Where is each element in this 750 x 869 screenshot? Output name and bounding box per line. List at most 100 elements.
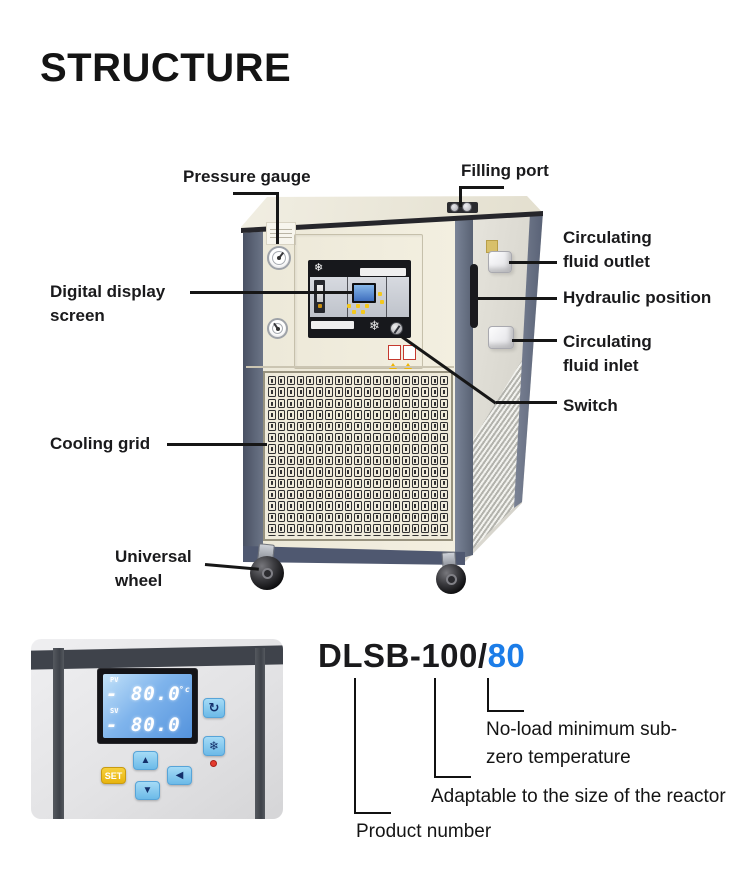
callout-line-digital-display [190,291,353,294]
label-digital-display-screen: Digital display screen [50,282,166,325]
arrow-up-icon: ▲ [140,755,151,766]
panel-key [365,304,369,308]
arrow-left-icon: ◀ [175,770,184,781]
filling-port-cap [462,202,472,212]
model-number-prefix: DLSB-100/ [318,637,488,674]
wheel-hub [445,573,457,585]
panel-key [352,310,356,314]
callout-line-cooling-grid [167,443,267,446]
lcd-sv-value: - 80.0 [106,714,181,736]
caster-wheel-left [250,556,284,590]
circulate-button: ↻ [203,698,225,718]
panel-key [378,292,382,296]
model-line-no-load [487,678,489,712]
flow-meter [314,280,325,313]
model-callout-product-number: Product number [356,821,492,842]
warning-sticker [388,345,401,369]
panel-mid-face [310,277,409,317]
secondary-gauge [267,318,288,339]
cooling-grid-pattern [268,376,448,536]
power-switch-knob [390,322,403,335]
circulate-icon: ↻ [208,700,220,715]
arrow-down-icon: ▼ [142,785,153,796]
machine-control-panel: ❄ ❄ [308,260,411,338]
model-callout-reactor: Adaptable to the size of the reactor [431,786,726,807]
callout-line-pressure-gauge [233,192,279,195]
label-hydraulic-position: Hydraulic position [563,288,712,307]
model-line-no-load [487,710,524,712]
callout-line-fluid-inlet [512,339,557,342]
gauge-ring [272,251,286,265]
set-button: SET [101,767,126,784]
lcd-pv-label: PV [110,676,119,684]
label-switch: Switch [563,396,618,415]
lcd-sv-label: SV [110,707,119,715]
gauge-hub [275,326,280,331]
page-title: STRUCTURE [40,46,292,90]
brand-label-strip [360,268,406,276]
front-seam [246,366,454,368]
mini-display-screen [352,283,376,303]
control-door-recess [294,234,423,369]
panel-top-bezel [31,645,283,670]
gauge-hub [277,256,281,260]
warning-stickers [388,345,416,369]
control-panel-photo: PV - 80.0 °c SV - 80.0 ↻ ❄ SET ▲ ▼ ◀ [31,639,283,819]
set-button-label: SET [104,770,123,781]
callout-line-hydraulic-position [478,297,557,300]
panel-right-rail [255,648,265,819]
callout-line-pressure-gauge [276,192,279,244]
caster-wheel-right [436,564,466,594]
warning-sticker [403,345,416,369]
panel-divider [347,277,348,317]
label-circulating-fluid-outlet: Circulating fluid outlet [563,228,652,271]
up-button: ▲ [133,751,158,770]
label-cooling-grid: Cooling grid [50,434,151,453]
model-line-product [354,678,356,814]
label-filling-port: Filling port [461,161,549,180]
flow-meter-float [317,304,322,308]
brand-label-strip [311,321,354,329]
machine-base [243,546,465,565]
callout-line-switch [496,401,557,404]
label-circulating-fluid-inlet: Circulating fluid inlet [563,332,652,375]
model-callout-no-load: No-load minimum sub-zero temperature [486,719,678,768]
panel-key [380,300,384,304]
label-pressure-gauge: Pressure gauge [183,167,311,186]
callout-line-fluid-outlet [509,261,557,264]
filling-port [447,202,478,213]
model-number-suffix: 80 [487,637,526,674]
label-universal-wheel: Universal wheel [115,547,192,590]
left-button: ◀ [167,766,192,785]
cooling-grid [263,371,453,541]
lcd-unit: °c [179,685,191,694]
mini-display-glass [354,285,374,301]
snowflake-icon: ❄ [314,262,324,274]
model-line-product [354,812,391,814]
wheel-hub [261,567,273,579]
machine-left-post [243,228,263,558]
panel-divider [386,277,387,317]
callout-line-filling-port [459,186,462,207]
model-line-reactor [434,678,436,778]
gauge-ring [272,323,283,334]
panel-key [356,304,360,308]
model-number: DLSB-100/80 [318,637,525,675]
chiller-machine-illustration: ❄ ❄ [50,161,712,594]
status-led [210,760,217,767]
filling-port-cap [450,203,459,212]
knob-marker [393,325,401,334]
snowflake-icon: ❄ [208,739,220,753]
panel-key [361,310,365,314]
model-line-reactor [434,776,471,778]
panel-left-rail [53,648,64,819]
lcd-glass: PV - 80.0 °c SV - 80.0 [103,674,192,738]
machine-right-post [455,215,473,560]
fluid-inlet-fitting [488,326,514,349]
callout-line-filling-port [459,186,504,189]
cooling-button: ❄ [203,736,225,756]
lcd-display: PV - 80.0 °c SV - 80.0 [97,668,198,744]
lcd-pv-value: - 80.0 [106,683,181,705]
panel-key [347,304,351,308]
